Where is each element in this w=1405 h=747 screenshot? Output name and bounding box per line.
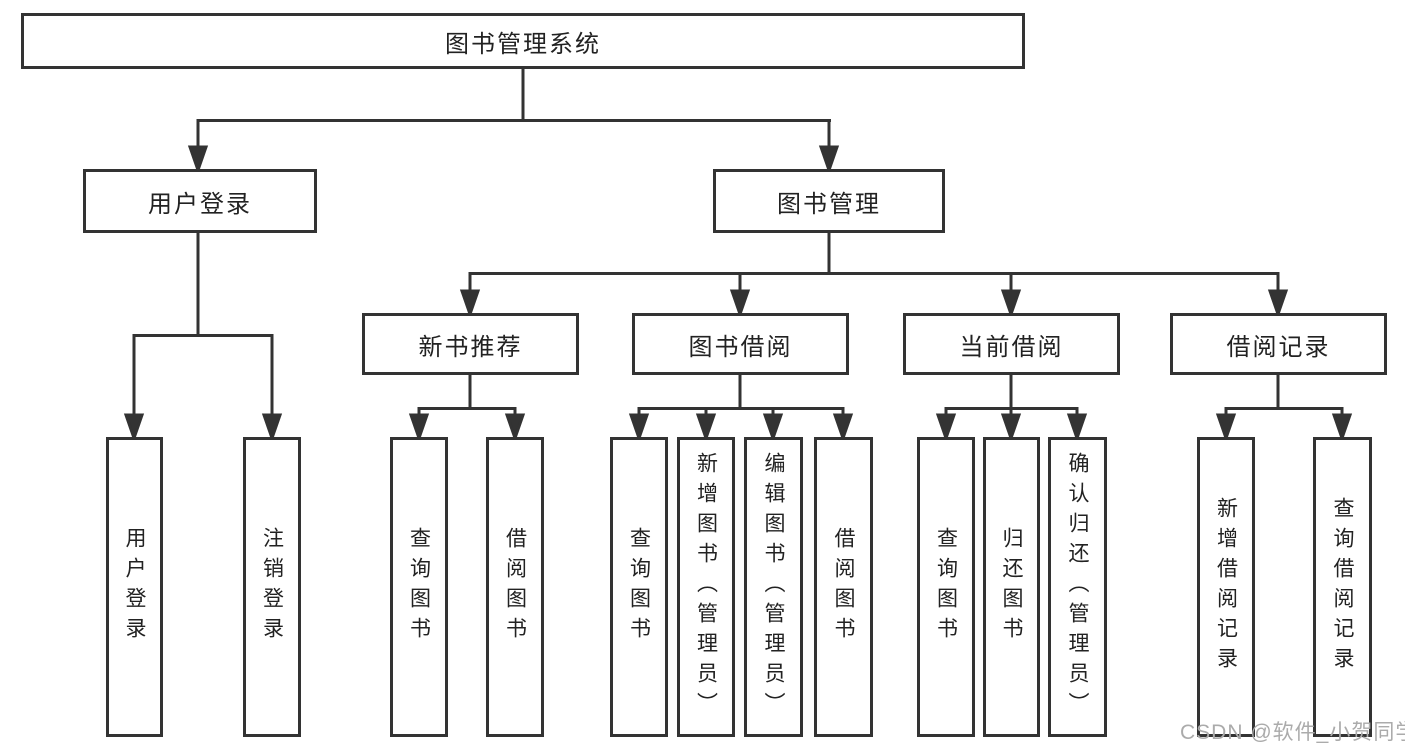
arrow-down-icon [408, 408, 430, 443]
leaf-label: 查询借阅记录 [1331, 497, 1354, 677]
node-new-book-recommendation: 新书推荐 [362, 313, 579, 375]
leaf-query-books-borrowing: 查询图书 [610, 437, 668, 737]
leaf-label: 编辑图书（管理员） [762, 452, 785, 722]
arrow-down-icon [459, 273, 481, 319]
arrow-down-icon [123, 335, 145, 443]
node-library-management-system: 图书管理系统 [21, 13, 1025, 69]
node-current-borrowing: 当前借阅 [903, 313, 1120, 375]
leaf-edit-book-admin: 编辑图书（管理员） [744, 437, 803, 737]
arrow-down-icon [1000, 273, 1022, 319]
leaf-label: 新增图书（管理员） [694, 452, 718, 722]
leaf-label: 借阅图书 [503, 527, 527, 647]
arrow-down-icon [762, 408, 784, 443]
node-book-management: 图书管理 [713, 169, 945, 233]
arrow-down-icon [832, 408, 854, 443]
leaf-label: 注销登录 [260, 527, 284, 647]
leaf-label: 查询图书 [627, 527, 651, 647]
arrow-down-icon [187, 120, 209, 175]
leaf-query-borrow-record: 查询借阅记录 [1313, 437, 1372, 737]
arrow-down-icon [1000, 408, 1022, 443]
watermark-text: CSDN @软件_小贺同学 [1180, 721, 1405, 744]
arrow-down-icon [261, 335, 283, 443]
leaf-return-books: 归还图书 [983, 437, 1040, 737]
arrow-down-icon [818, 120, 840, 175]
leaf-user-login: 用户登录 [106, 437, 163, 737]
leaf-confirm-return-admin: 确认归还（管理员） [1048, 437, 1107, 737]
leaf-borrow-books-borrowing: 借阅图书 [814, 437, 873, 737]
leaf-label: 用户登录 [123, 527, 146, 647]
leaf-borrow-books-newbook: 借阅图书 [486, 437, 544, 737]
leaf-label: 确认归还（管理员） [1066, 452, 1089, 722]
leaf-label: 查询图书 [407, 527, 431, 647]
leaf-add-borrow-record: 新增借阅记录 [1197, 437, 1255, 737]
arrow-down-icon [1331, 408, 1353, 443]
leaf-label: 借阅图书 [832, 527, 855, 647]
node-user-login: 用户登录 [83, 169, 317, 233]
leaf-label: 归还图书 [1000, 527, 1023, 647]
leaf-label: 新增借阅记录 [1214, 497, 1238, 677]
arrow-down-icon [628, 408, 650, 443]
leaf-query-books-newbook: 查询图书 [390, 437, 448, 737]
arrow-down-icon [935, 408, 957, 443]
leaf-query-books-current: 查询图书 [917, 437, 975, 737]
arrow-down-icon [729, 273, 751, 319]
arrow-down-icon [1066, 408, 1088, 443]
leaf-label: 查询图书 [934, 527, 958, 647]
node-book-borrowing: 图书借阅 [632, 313, 849, 375]
leaf-add-book-admin: 新增图书（管理员） [677, 437, 735, 737]
leaf-logout: 注销登录 [243, 437, 301, 737]
arrow-down-icon [1215, 408, 1237, 443]
arrow-down-icon [695, 408, 717, 443]
node-borrowing-records: 借阅记录 [1170, 313, 1387, 375]
arrow-down-icon [504, 408, 526, 443]
arrow-down-icon [1267, 273, 1289, 319]
